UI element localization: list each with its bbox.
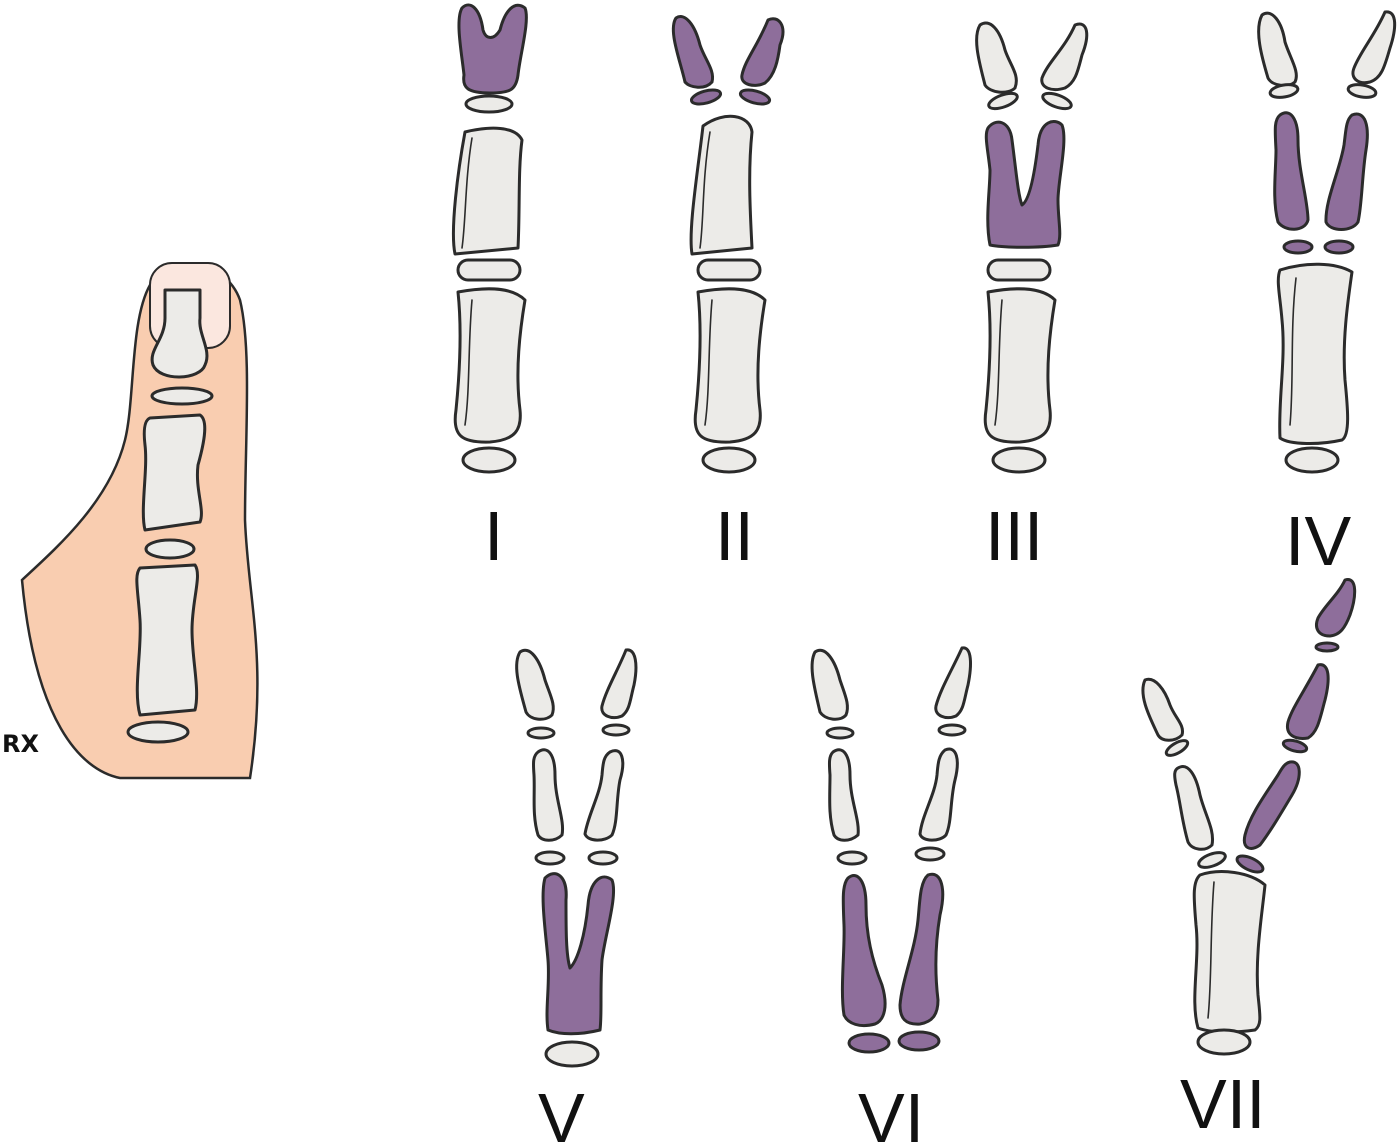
type-III-label: III bbox=[985, 497, 1043, 575]
type-IV-epiphysis-2-ulnar bbox=[1282, 239, 1314, 255]
type-II-distal-phalanx-ulnar bbox=[671, 15, 715, 89]
type-VI-epiphysis-2-radial bbox=[914, 846, 946, 862]
type-II-epiphysis-radial bbox=[738, 88, 772, 106]
signature-mark: RX bbox=[2, 730, 39, 758]
thumb-base-epiphysis bbox=[126, 720, 190, 744]
type-VII-epiphysis-2-ulnar bbox=[1197, 851, 1227, 869]
type-III-distal-phalanx-radial bbox=[1040, 22, 1089, 92]
type-IV-epiphysis-radial bbox=[1346, 83, 1378, 99]
type-III-epiphysis-radial bbox=[1041, 91, 1073, 111]
type-V-epiphysis-ulnar bbox=[526, 726, 556, 740]
type-VII-base-epiphysis bbox=[1196, 1028, 1252, 1056]
type-I-metacarpal bbox=[453, 287, 527, 444]
type-IV-epiphysis-2-radial bbox=[1323, 239, 1355, 255]
type-VI-metacarpal-radial bbox=[898, 872, 945, 1026]
thumb-proximal-phalanx bbox=[141, 413, 207, 532]
type-VII: VII bbox=[1141, 578, 1357, 1142]
type-IV-base-epiphysis bbox=[1284, 446, 1340, 474]
type-III-base-epiphysis bbox=[991, 446, 1047, 474]
type-II-epiphysis-ulnar bbox=[689, 88, 723, 106]
type-VI-distal-phalanx-ulnar bbox=[810, 648, 849, 721]
type-VI-epiphysis-ulnar bbox=[825, 726, 855, 740]
type-II-metacarpal bbox=[693, 287, 767, 444]
type-III-distal-phalanx-ulnar bbox=[975, 21, 1018, 94]
type-III-epiphysis-ulnar bbox=[987, 91, 1019, 111]
type-VI-proximal-phalanx-ulnar bbox=[827, 748, 860, 842]
type-VI-proximal-phalanx-radial bbox=[918, 747, 959, 842]
type-VI-distal-phalanx-radial bbox=[934, 646, 972, 720]
type-VII-distal-phalanx-radial bbox=[1315, 578, 1357, 638]
type-II-distal-phalanx-radial bbox=[740, 17, 785, 87]
type-II-label: II bbox=[715, 497, 754, 575]
thumb-metacarpal bbox=[135, 563, 199, 717]
type-IV-proximal-phalanx-radial bbox=[1324, 112, 1369, 231]
thumb-epiphysis-2 bbox=[144, 538, 196, 560]
type-IV-distal-phalanx-radial bbox=[1351, 10, 1397, 85]
type-VI: VI bbox=[810, 646, 972, 1142]
type-VII-label: VII bbox=[1180, 1065, 1266, 1142]
type-I-label: I bbox=[484, 497, 503, 575]
type-V-distal-phalanx-radial bbox=[600, 648, 638, 720]
type-V-epiphysis-2-ulnar bbox=[534, 850, 566, 866]
type-II: II bbox=[671, 15, 785, 575]
type-VI-base-epiphysis-radial bbox=[897, 1030, 941, 1052]
type-VI-label: VI bbox=[858, 1079, 924, 1142]
type-I-epiphysis-1 bbox=[464, 94, 514, 114]
type-V-distal-phalanx-ulnar bbox=[515, 648, 555, 721]
type-V: V bbox=[515, 648, 638, 1142]
type-VI-metacarpal-ulnar bbox=[840, 874, 887, 1028]
type-V-proximal-phalanx-ulnar bbox=[532, 748, 565, 842]
thumb-epiphysis-1 bbox=[150, 386, 214, 406]
type-VII-epiphysis-radial-1 bbox=[1314, 641, 1340, 653]
type-I: I bbox=[451, 3, 528, 575]
type-V-epiphysis-radial bbox=[601, 723, 631, 737]
type-V-base-epiphysis bbox=[544, 1040, 600, 1068]
type-II-proximal-phalanx bbox=[689, 114, 754, 256]
type-VII-proximal-phalanx-radial bbox=[1242, 760, 1301, 850]
normal-thumb-illustration: RX bbox=[2, 262, 259, 780]
type-VI-epiphysis-2-ulnar bbox=[836, 850, 868, 866]
type-I-epiphysis-2 bbox=[456, 258, 522, 282]
type-VII-epiphysis-radial-2 bbox=[1281, 738, 1309, 754]
type-IV-proximal-phalanx-ulnar bbox=[1273, 111, 1310, 231]
type-VI-base-epiphysis-ulnar bbox=[847, 1032, 891, 1054]
type-V-label: V bbox=[538, 1079, 585, 1142]
type-I-base-epiphysis bbox=[461, 446, 517, 474]
type-VII-epiphysis-2-radial bbox=[1235, 854, 1265, 874]
type-VI-epiphysis-radial bbox=[937, 723, 967, 737]
type-III-epiphysis-2 bbox=[986, 258, 1052, 282]
type-III-proximal-phalanx-duplicated bbox=[984, 120, 1066, 249]
type-VII-epiphysis-ulnar bbox=[1164, 739, 1190, 757]
type-IV-metacarpal bbox=[1276, 262, 1354, 446]
type-VII-proximal-phalanx-ulnar bbox=[1173, 765, 1215, 851]
type-III: III bbox=[975, 21, 1089, 575]
type-IV: IV bbox=[1257, 10, 1397, 580]
type-IV-epiphysis-ulnar bbox=[1268, 83, 1300, 99]
type-II-base-epiphysis bbox=[701, 446, 757, 474]
type-V-proximal-phalanx-radial bbox=[583, 749, 625, 842]
type-VII-triphalangeal-metacarpal bbox=[1192, 870, 1267, 1034]
type-IV-label: IV bbox=[1285, 502, 1351, 580]
type-V-epiphysis-2-radial bbox=[587, 850, 619, 866]
type-VII-middle-phalanx-radial bbox=[1285, 663, 1330, 740]
type-III-metacarpal bbox=[983, 287, 1057, 444]
type-I-distal-phalanx-duplicated bbox=[457, 3, 528, 95]
type-II-epiphysis-2 bbox=[696, 258, 762, 282]
type-I-proximal-phalanx bbox=[451, 126, 524, 256]
type-V-metacarpal-duplicated bbox=[541, 872, 616, 1036]
type-VII-distal-phalanx-ulnar bbox=[1141, 677, 1185, 742]
thumb-distal-phalanx bbox=[150, 288, 209, 379]
type-IV-distal-phalanx-ulnar bbox=[1257, 11, 1298, 87]
